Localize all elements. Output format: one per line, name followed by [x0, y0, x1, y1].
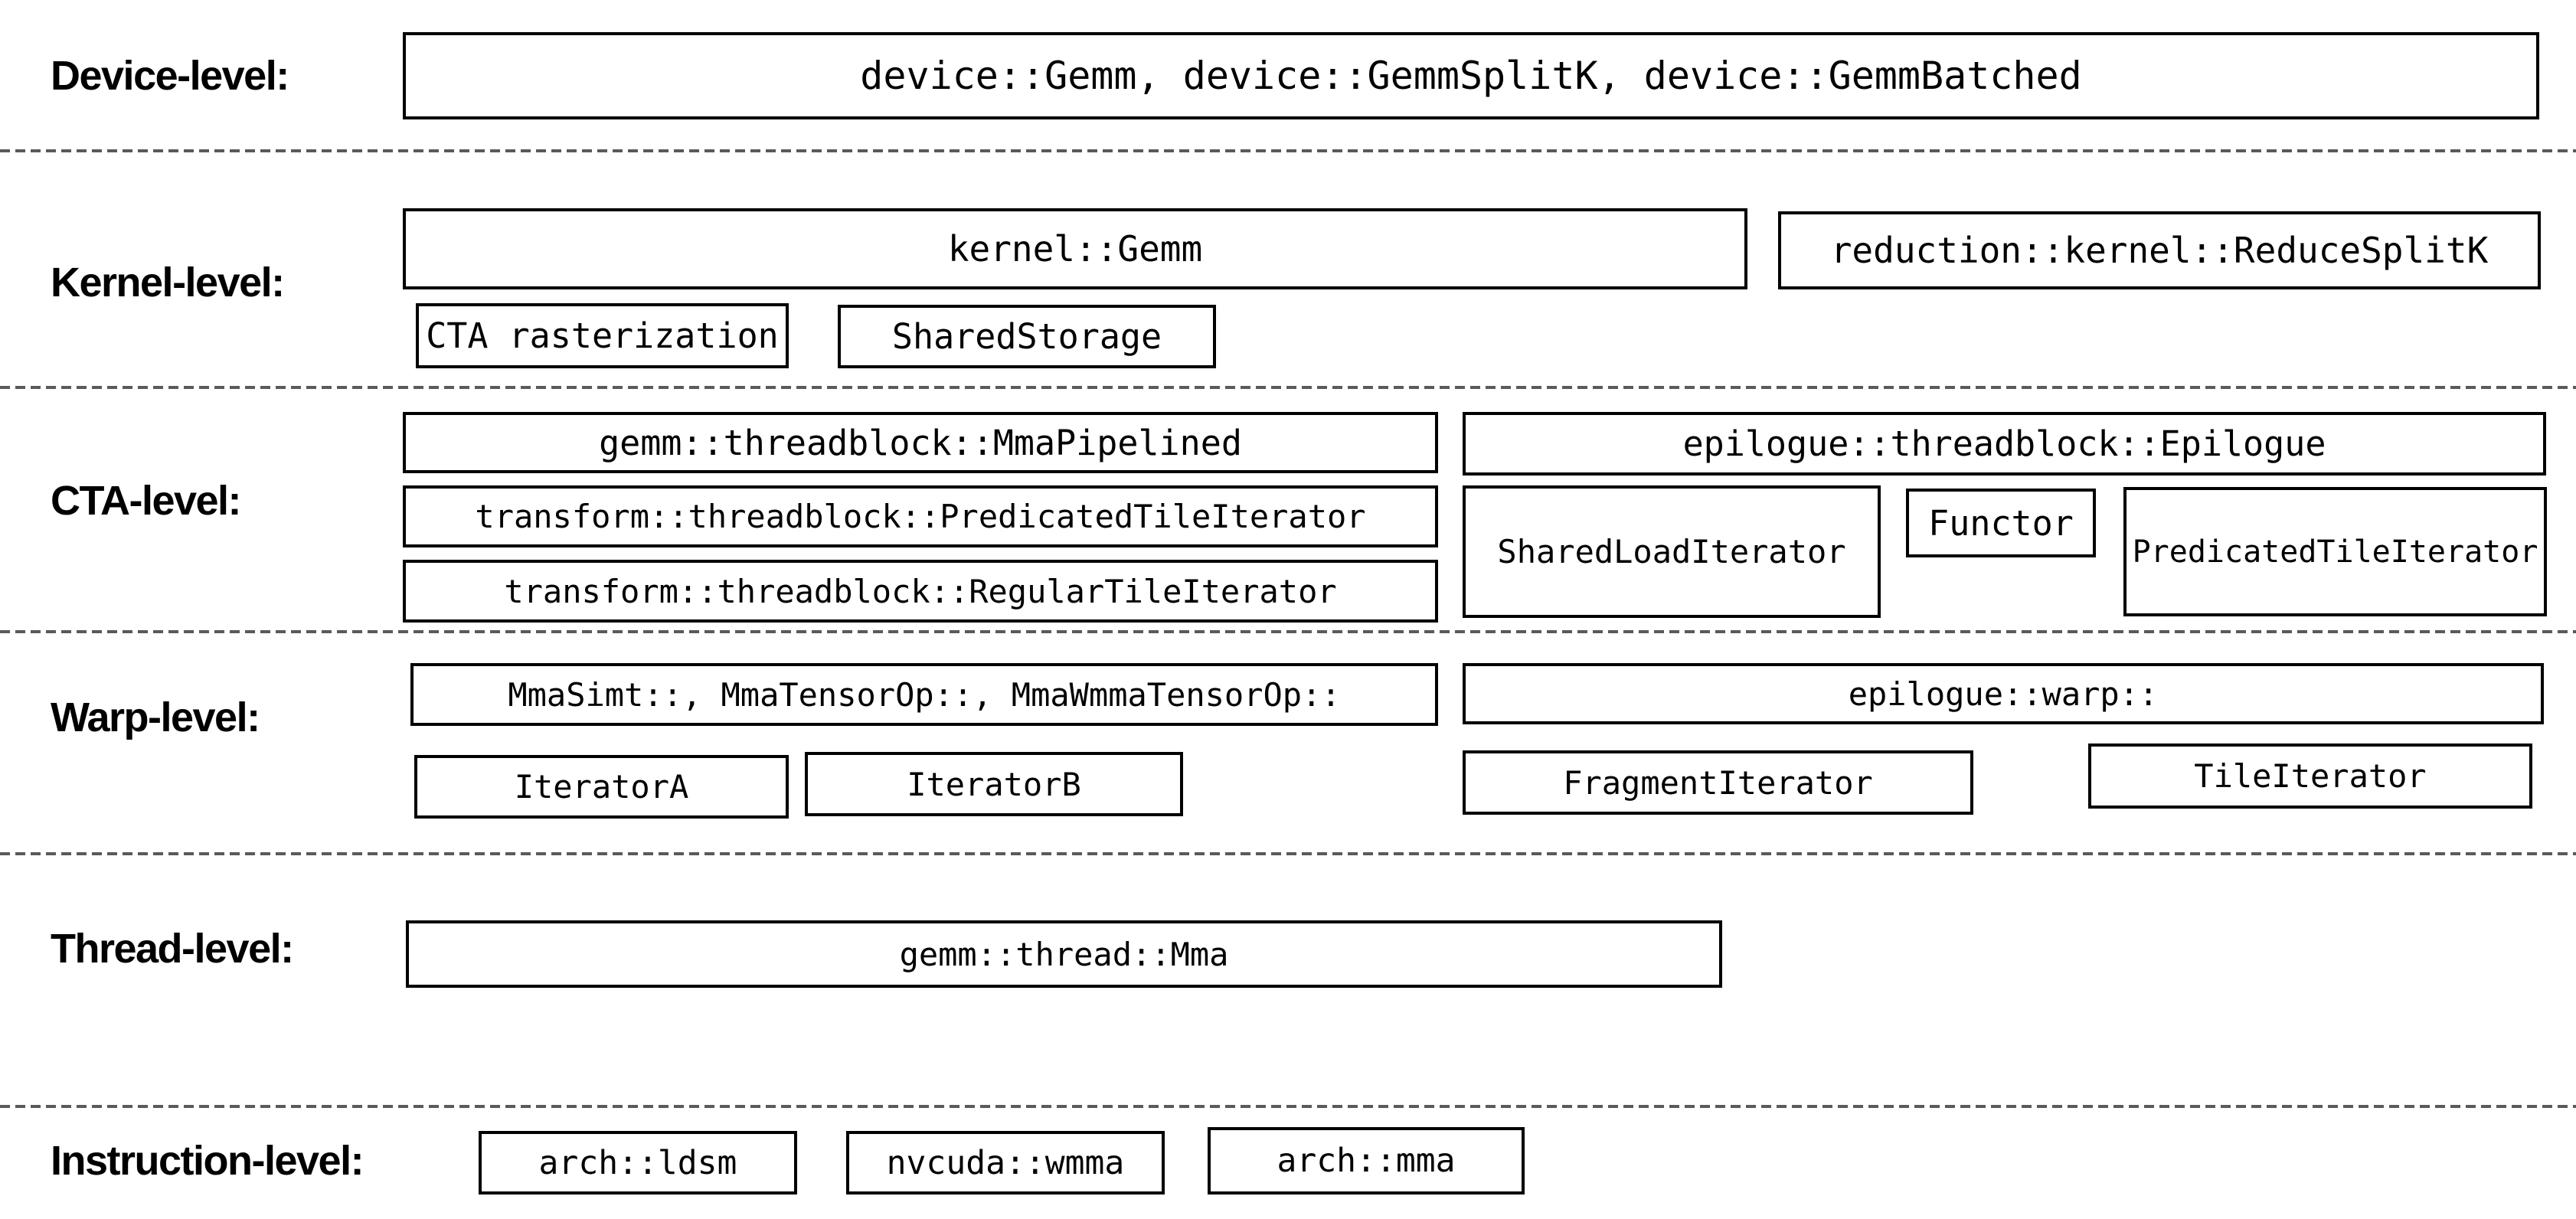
box-shared-load-iterator: SharedLoadIterator: [1463, 485, 1881, 618]
box-reduce-splitk: reduction::kernel::ReduceSplitK: [1778, 211, 2541, 289]
box-thread-mma: gemm::thread::Mma: [406, 920, 1722, 988]
level-label-thread: Thread-level:: [51, 926, 294, 972]
level-label-instruction: Instruction-level:: [51, 1138, 364, 1184]
box-device-apis: device::Gemm, device::GemmSplitK, device…: [403, 32, 2539, 119]
box-epilogue-warp: epilogue::warp::: [1463, 663, 2544, 724]
dashed-divider-5: [0, 1105, 2576, 1108]
level-label-warp: Warp-level:: [51, 694, 260, 740]
box-functor: Functor: [1906, 489, 2096, 557]
box-fragment-iterator: FragmentIterator: [1463, 750, 1973, 815]
dashed-divider-4: [0, 852, 2576, 855]
box-iterator-b: IteratorB: [805, 752, 1183, 816]
dashed-divider-3: [0, 630, 2576, 633]
box-arch-ldsm: arch::ldsm: [479, 1131, 797, 1194]
level-label-cta: CTA-level:: [51, 478, 242, 524]
box-cta-rasterization: CTA rasterization: [416, 303, 789, 368]
dashed-divider-1: [0, 149, 2576, 152]
box-nvcuda-wmma: nvcuda::wmma: [846, 1131, 1165, 1194]
dashed-divider-2: [0, 386, 2576, 389]
box-arch-mma: arch::mma: [1208, 1127, 1525, 1194]
box-kernel-gemm: kernel::Gemm: [403, 208, 1747, 289]
box-iterator-a: IteratorA: [414, 755, 789, 819]
box-mma-pipelined: gemm::threadblock::MmaPipelined: [403, 412, 1438, 473]
box-warp-mma: MmaSimt::, MmaTensorOp::, MmaWmmaTensorO…: [410, 663, 1438, 726]
box-predicated-tile-iterator-epilogue: PredicatedTileIterator: [2123, 487, 2547, 616]
level-label-kernel: Kernel-level:: [51, 260, 285, 306]
level-label-device: Device-level:: [51, 53, 289, 99]
box-epilogue-threadblock: epilogue::threadblock::Epilogue: [1463, 412, 2546, 476]
box-regular-tile-iterator: transform::threadblock::RegularTileItera…: [403, 560, 1438, 623]
box-predicated-tile-iterator-transform: transform::threadblock::PredicatedTileIt…: [403, 485, 1438, 547]
box-tile-iterator: TileIterator: [2088, 743, 2532, 809]
box-shared-storage: SharedStorage: [838, 305, 1216, 368]
